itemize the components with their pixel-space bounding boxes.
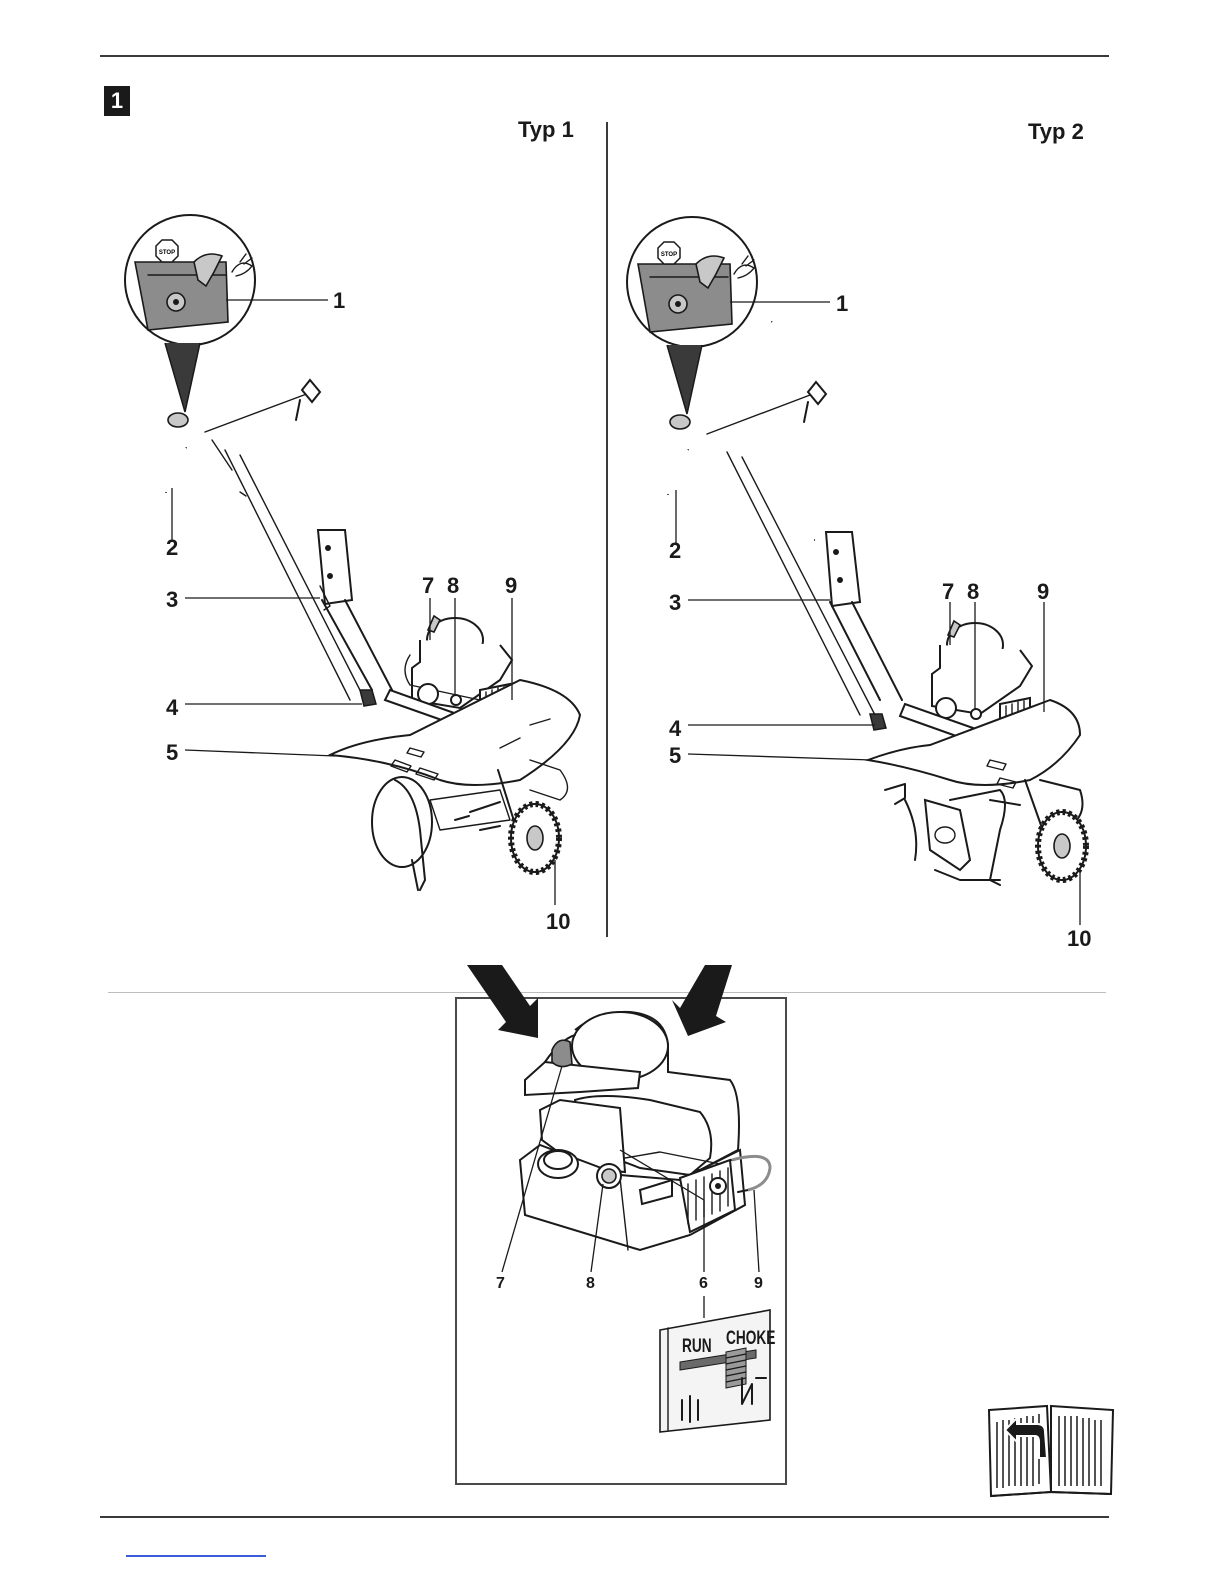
arrow-down-icon [467,965,538,1038]
choke-label: CHOKE [726,1328,775,1350]
run-label: RUN [682,1336,712,1358]
engine-closeup [520,1012,770,1250]
callout-6-detail: 6 [699,1276,708,1292]
callout-9-detail: 9 [754,1276,763,1292]
primer-tab [552,1040,572,1066]
arrow-down-icon [672,965,732,1036]
callout-8-detail: 8 [586,1276,595,1292]
footer-link-underline[interactable] [126,1555,266,1557]
callout-7-detail: 7 [496,1276,505,1292]
manual-book-icon [985,1402,1120,1498]
